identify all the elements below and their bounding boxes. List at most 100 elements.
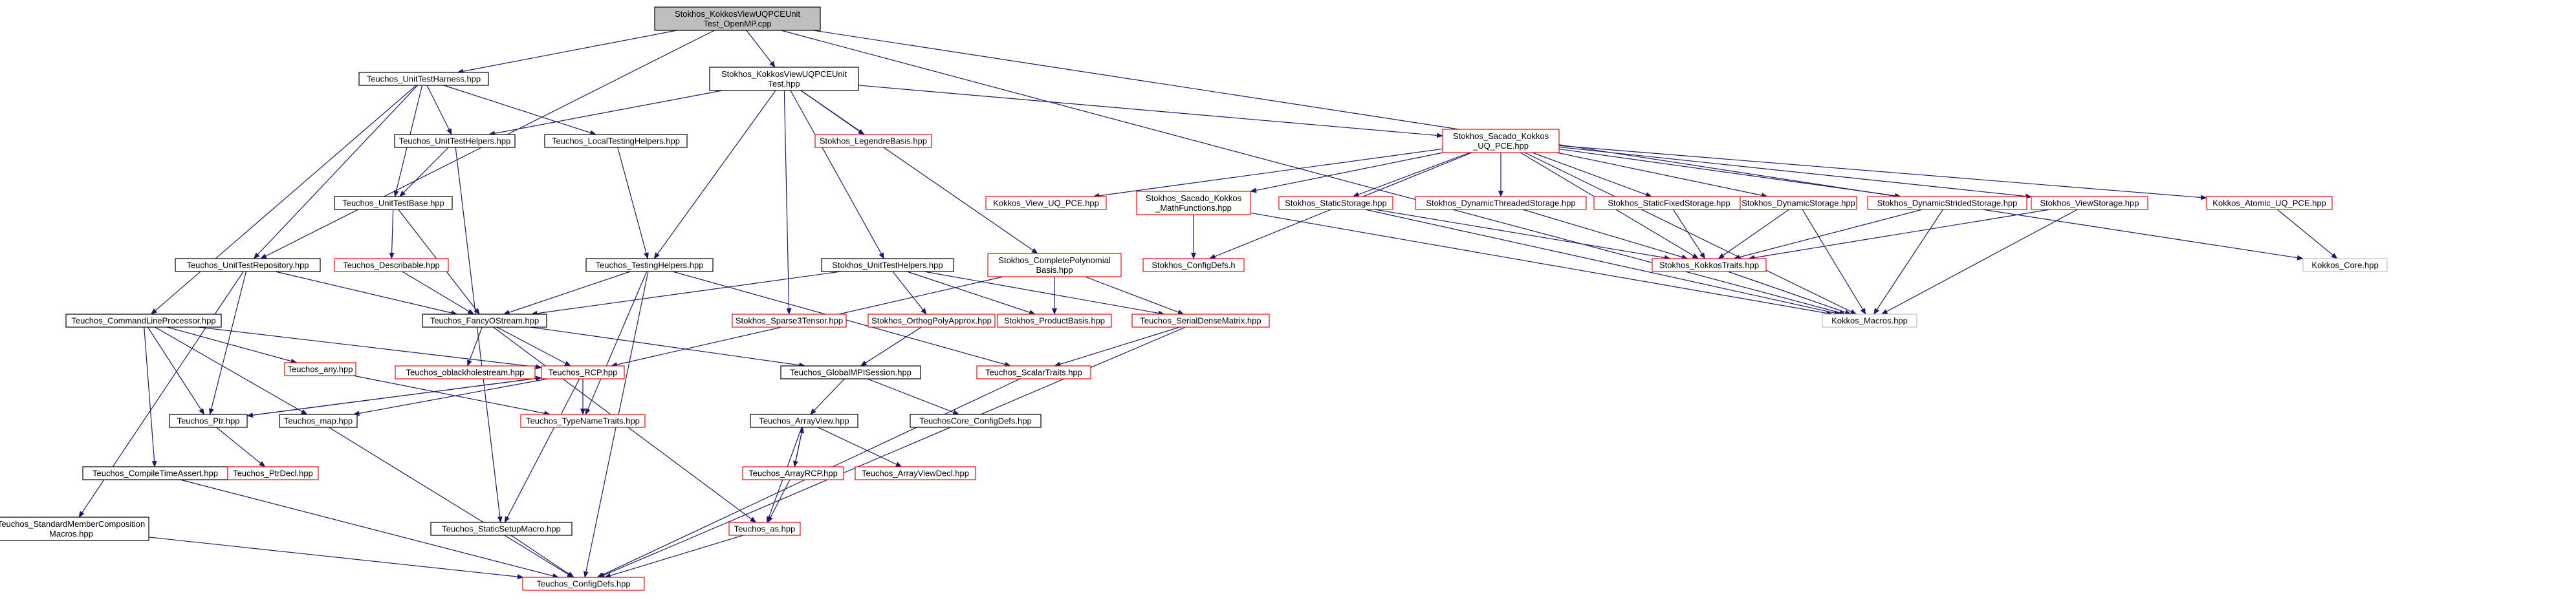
node-utrepo[interactable]: Teuchos_UnitTestRepository.hpp [175, 258, 321, 272]
node-box [541, 365, 625, 379]
edge-line [496, 326, 571, 367]
edge-dynstor-to-kokkosmacros [1802, 209, 1866, 315]
edge-line [817, 427, 902, 467]
node-harness[interactable]: Teuchos_UnitTestHarness.hpp [358, 72, 489, 86]
node-kokkosmacros[interactable]: Kokkos_Macros.hpp [1822, 314, 1917, 328]
node-any[interactable]: Teuchos_any.hpp [284, 362, 356, 376]
node-dynthreaded[interactable]: Stokhos_DynamicThreadedStorage.hpp [1415, 196, 1587, 210]
edge-sacadouq-to-dynstrided [1558, 148, 1902, 198]
edge-utrepo-to-fancyos [275, 271, 458, 315]
edge-sacadouq-to-atomicuq [1558, 145, 2207, 200]
node-box [750, 414, 858, 428]
node-root[interactable]: Stokhos_KokkosViewUQPCEUnitTest_OpenMP.c… [654, 6, 821, 31]
node-sparse3[interactable]: Stokhos_Sparse3Tensor.hpp [732, 314, 847, 328]
node-box [1652, 258, 1767, 272]
edge-sacadouq-to-viewuq [1093, 148, 1443, 198]
node-staticfixed[interactable]: Stokhos_StaticFixedStorage.hpp [1593, 196, 1745, 210]
node-sacadouq[interactable]: Stokhos_Sacado_Kokkos_UQ_PCE.hpp [1442, 129, 1560, 153]
node-mathfn[interactable]: Stokhos_Sacado_Kokkos_MathFunctions.hpp [1136, 191, 1251, 215]
node-comptimeassert[interactable]: Teuchos_CompileTimeAssert.hpp [82, 466, 228, 480]
node-atomicuq[interactable]: Kokkos_Atomic_UQ_PCE.hpp [2206, 196, 2333, 210]
node-fancyos[interactable]: Teuchos_FancyOStream.hpp [422, 314, 547, 328]
node-arrayview[interactable]: Teuchos_ArrayView.hpp [750, 414, 858, 428]
node-as[interactable]: Teuchos_as.hpp [728, 522, 801, 536]
node-globalmpi[interactable]: Teuchos_GlobalMPISession.hpp [780, 365, 921, 379]
node-configdefs[interactable]: Teuchos_ConfigDefs.hpp [522, 577, 645, 591]
node-stdmember[interactable]: Teuchos_StandardMemberCompositionMacros.… [0, 517, 149, 541]
edge-line [198, 326, 542, 370]
node-coreconfigdefs[interactable]: TeuchosCore_ConfigDefs.hpp [910, 414, 1042, 428]
node-label: Teuchos_UnitTestHarness.hpp [367, 74, 481, 84]
node-ptrdecl[interactable]: Teuchos_PtrDecl.hpp [227, 466, 319, 480]
node-configdefsh[interactable]: Stokhos_ConfigDefs.h [1142, 258, 1245, 272]
node-stokhosuthelpers[interactable]: Stokhos_UnitTestHelpers.hpp [821, 258, 954, 272]
node-staticsetup[interactable]: Teuchos_StaticSetupMacro.hpp [430, 522, 573, 536]
node-localhelpers[interactable]: Teuchos_LocalTestingHelpers.hpp [544, 134, 688, 148]
edge-ptr-to-ptrdecl [215, 427, 266, 467]
edge-stokhosuthelpers-to-serialdense [924, 271, 1165, 316]
node-dynstor[interactable]: Stokhos_DynamicStorage.hpp [1740, 196, 1857, 210]
node-cmdline[interactable]: Teuchos_CommandLineProcessor.hpp [65, 314, 222, 328]
node-box [358, 72, 489, 86]
node-box [1415, 196, 1587, 210]
edge-line [504, 378, 580, 523]
node-box [169, 414, 248, 428]
edge-line [860, 326, 922, 367]
node-uthelpers[interactable]: Teuchos_UnitTestHelpers.hpp [394, 134, 516, 148]
edge-line [858, 85, 1443, 138]
edge-rcp-to-map [353, 378, 548, 416]
node-label: Macros.hpp [49, 529, 93, 539]
edge-kokkostraits-to-kokkosmacros [1727, 271, 1852, 315]
node-label: Stokhos_StaticFixedStorage.hpp [1608, 198, 1730, 208]
edge-line [457, 30, 677, 74]
node-arrayviewdecl[interactable]: Teuchos_ArrayViewDecl.hpp [855, 466, 976, 480]
edge-line [1718, 209, 1789, 259]
edge-line [906, 271, 1036, 315]
edge-line [530, 271, 841, 316]
node-serialdense[interactable]: Teuchos_SerialDenseMatrix.hpp [1131, 314, 1270, 328]
node-label: Teuchos_TestingHelpers.hpp [596, 261, 704, 270]
node-map[interactable]: Teuchos_map.hpp [279, 414, 358, 428]
node-testinghelpers[interactable]: Teuchos_TestingHelpers.hpp [585, 258, 714, 272]
node-productbasis[interactable]: Stokhos_ProductBasis.hpp [997, 314, 1112, 328]
edge-line [794, 427, 804, 467]
node-label: Stokhos_KokkosViewUQPCEUnit [675, 9, 801, 19]
edge-line [924, 271, 1165, 316]
node-staticstor[interactable]: Stokhos_StaticStorage.hpp [1278, 196, 1393, 210]
edge-line [443, 85, 597, 136]
node-oblackhole[interactable]: Teuchos_oblackholestream.hpp [395, 365, 536, 379]
node-box [227, 466, 319, 480]
node-box [855, 466, 976, 480]
edge-line [598, 326, 1186, 578]
node-label: Teuchos_map.hpp [284, 416, 353, 426]
edge-line [144, 326, 157, 467]
node-describable[interactable]: Teuchos_Describable.hpp [334, 258, 449, 272]
edge-line [353, 378, 548, 416]
edge-line [1522, 209, 1688, 260]
node-kokkoscore[interactable]: Kokkos_Core.hpp [2302, 258, 2388, 272]
node-dynstrided[interactable]: Stokhos_DynamicStridedStorage.hpp [1867, 196, 2027, 210]
node-label: Basis.hpp [1036, 265, 1073, 275]
node-orthog[interactable]: Stokhos_OrthogPolyApprox.hpp [868, 314, 996, 328]
edge-line [1727, 271, 1852, 315]
node-utbase[interactable]: Teuchos_UnitTestBase.hpp [334, 196, 453, 210]
node-label: Kokkos_Atomic_UQ_PCE.hpp [2212, 198, 2326, 208]
node-typenametraits[interactable]: Teuchos_TypeNameTraits.hpp [520, 414, 646, 428]
edge-line [2276, 209, 2338, 259]
node-kokkostraits[interactable]: Stokhos_KokkosTraits.hpp [1652, 258, 1767, 272]
node-rcp[interactable]: Teuchos_RCP.hpp [541, 365, 625, 379]
node-arrayrcp[interactable]: Teuchos_ArrayRCP.hpp [742, 466, 844, 480]
edge-stokhosuthelpers-to-productbasis [906, 271, 1036, 315]
node-label: Teuchos_GlobalMPISession.hpp [790, 368, 911, 378]
node-viewuq[interactable]: Kokkos_View_UQ_PCE.hpp [985, 196, 1107, 210]
node-viewstor[interactable]: Stokhos_ViewStorage.hpp [2031, 196, 2148, 210]
node-scalartraits[interactable]: Teuchos_ScalarTraits.hpp [976, 365, 1091, 379]
edge-comptimeassert-to-configdefs [180, 479, 560, 579]
node-legendre[interactable]: Stokhos_LegendreBasis.hpp [814, 134, 932, 148]
edge-line [653, 90, 776, 259]
node-ptr[interactable]: Teuchos_Ptr.hpp [169, 414, 248, 428]
edge-complpoly-to-serialdense [1085, 276, 1184, 315]
edge-staticstor-to-kokkosmacros [1365, 209, 1841, 315]
